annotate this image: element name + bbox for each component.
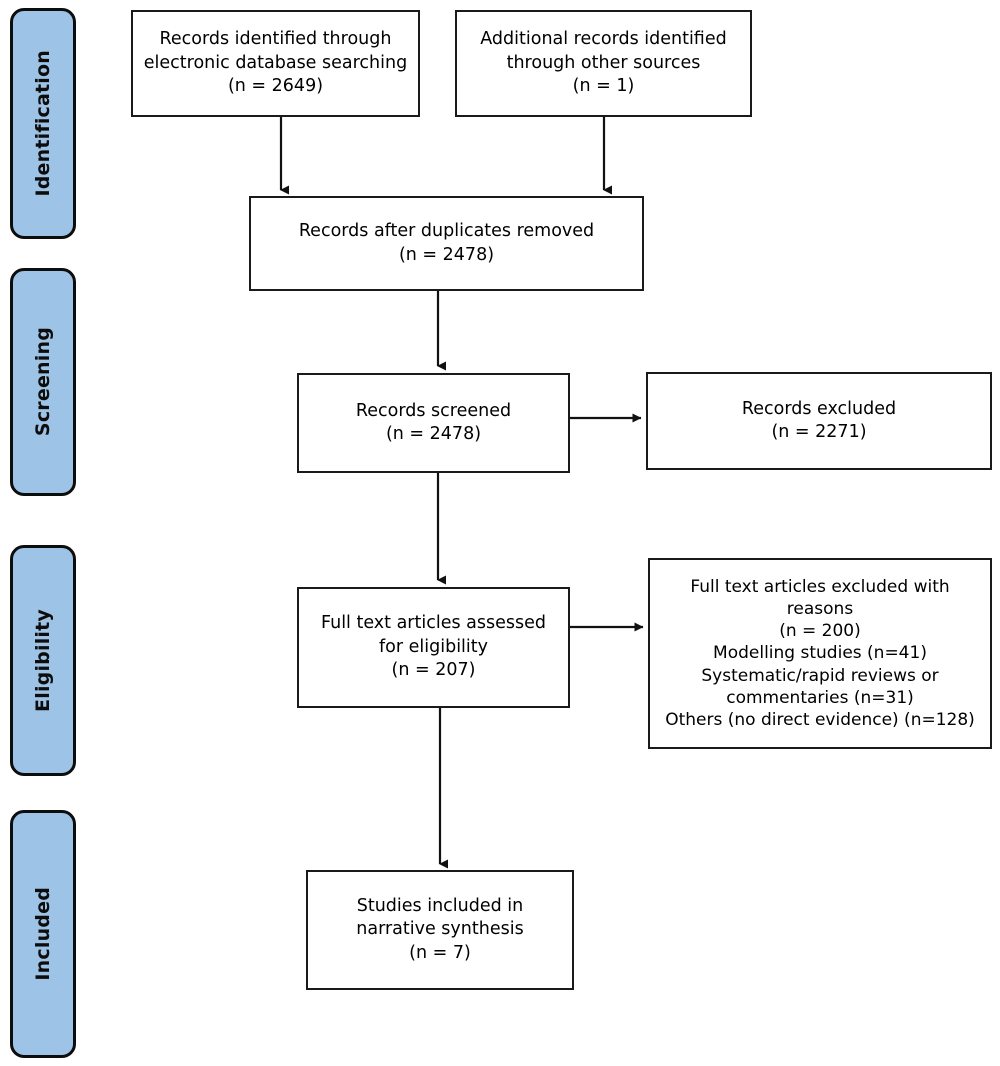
box-fulltext-excluded-with-reasons-text: Full text articles excluded with reasons… [665, 577, 975, 730]
stage-pill-eligibility: Eligibility [10, 545, 76, 776]
box-studies-included-narrative-synthesis: Studies included in narrative synthesis … [306, 870, 574, 990]
stage-pill-identification: Identification [10, 8, 76, 239]
box-records-identified-database: Records identified through electronic da… [131, 10, 420, 117]
box-records-after-duplicates-removed-text: Records after duplicates removed (n = 24… [298, 221, 595, 265]
box-records-screened: Records screened (n = 2478) [297, 373, 570, 473]
box-additional-records-other-sources-text: Additional records identified through ot… [480, 29, 727, 97]
box-records-excluded: Records excluded (n = 2271) [646, 372, 992, 470]
stage-pill-included: Included [10, 810, 76, 1058]
box-records-screened-text: Records screened (n = 2478) [355, 400, 512, 444]
box-records-after-duplicates-removed: Records after duplicates removed (n = 24… [249, 196, 644, 291]
box-records-excluded-text: Records excluded (n = 2271) [741, 398, 897, 442]
box-additional-records-other-sources: Additional records identified through ot… [455, 10, 752, 117]
stage-label-included: Included [32, 887, 54, 981]
box-fulltext-assessed-for-eligibility-text: Full text articles assessed for eligibil… [321, 613, 546, 681]
stage-label-identification: Identification [32, 50, 54, 197]
box-fulltext-excluded-with-reasons: Full text articles excluded with reasons… [648, 558, 992, 749]
stage-label-screening: Screening [32, 327, 54, 437]
box-records-identified-database-text: Records identified through electronic da… [143, 29, 408, 97]
stage-pill-screening: Screening [10, 268, 76, 496]
box-studies-included-narrative-synthesis-text: Studies included in narrative synthesis … [356, 895, 524, 963]
box-fulltext-assessed-for-eligibility: Full text articles assessed for eligibil… [297, 587, 570, 708]
stage-label-eligibility: Eligibility [32, 609, 54, 712]
